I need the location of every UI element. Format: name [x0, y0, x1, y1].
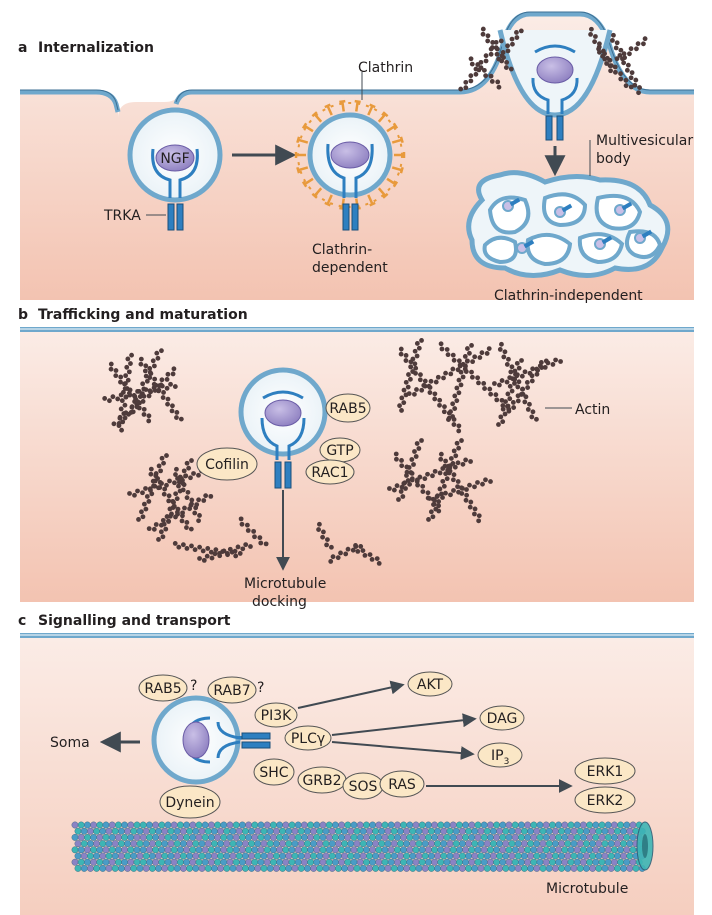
panel-b-title: Trafficking and maturation: [38, 307, 248, 323]
svg-text:RAC1: RAC1: [311, 465, 348, 481]
soma-label: Soma: [50, 735, 90, 751]
actin-filaments-a: [458, 26, 648, 96]
trka-label: TRKA: [103, 208, 141, 224]
panel-b-cytoplasm: [20, 330, 694, 602]
panel-a: a Internalization NGF TRKA: [18, 11, 694, 304]
svg-text:AKT: AKT: [417, 677, 444, 693]
shc-oval: SHC: [253, 758, 295, 786]
svg-text:SOS: SOS: [349, 779, 378, 795]
microtubule-label: Microtubule: [546, 881, 628, 897]
akt-oval: AKT: [407, 671, 453, 697]
arrow-plcg-ip3: [331, 741, 475, 761]
svg-text:Dynein: Dynein: [165, 795, 214, 811]
grb2-oval: GRB2: [297, 766, 347, 794]
svg-text:RAB5: RAB5: [329, 401, 366, 417]
ngf-label: NGF: [160, 151, 189, 167]
arrow-plcg-dag: [331, 713, 477, 736]
rab5-oval-c: RAB5: [138, 674, 188, 702]
svg-text:ERK2: ERK2: [587, 793, 624, 809]
svg-text:RAB7: RAB7: [213, 683, 250, 699]
svg-text:SHC: SHC: [259, 765, 288, 781]
panel-a-letter: a: [18, 40, 27, 56]
clathrin-dependent-label-2: dependent: [312, 260, 388, 276]
rab7-question: ?: [257, 680, 264, 696]
svg-text:PLCγ: PLCγ: [291, 731, 325, 747]
svg-text:RAS: RAS: [388, 777, 416, 793]
svg-text:DAG: DAG: [487, 711, 518, 727]
svg-text:GTP: GTP: [326, 443, 353, 459]
gtp-oval: GTP: [319, 437, 361, 463]
rab5-oval-b: RAB5: [325, 393, 371, 423]
ip3-oval: IP3: [477, 742, 523, 768]
clathrin-independent-invagination: [458, 26, 648, 141]
microtubule-docking-label-2: docking: [252, 594, 307, 610]
erk1-oval: ERK1: [574, 757, 636, 785]
sos-oval: SOS: [342, 772, 384, 800]
ras-oval: RAS: [379, 770, 425, 798]
multivesicular-body: [466, 170, 671, 278]
actin-network: [102, 338, 563, 566]
panel-b-letter: b: [18, 307, 28, 323]
panel-c-title: Signalling and transport: [38, 613, 231, 629]
microtubule-docking-label-1: Microtubule: [244, 576, 326, 592]
cofilin-oval: Cofilin: [196, 447, 258, 481]
plcg-oval: PLCγ: [284, 725, 332, 751]
mvb-label-1: Multivesicular: [596, 133, 693, 149]
rab5-question: ?: [190, 678, 197, 694]
rab7-oval: RAB7: [207, 676, 257, 704]
svg-text:PI3K: PI3K: [261, 708, 292, 724]
pi3k-oval: PI3K: [254, 702, 298, 728]
clathrin-coated-vesicle: [294, 99, 406, 231]
clathrin-coat: [294, 99, 406, 211]
actin-label: Actin: [575, 402, 610, 418]
ngf-ligand: [155, 144, 195, 172]
trka-receptor: [167, 203, 175, 231]
clathrin-independent-label: Clathrin-independent: [494, 288, 643, 304]
mvb-label-2: body: [596, 151, 631, 167]
dag-oval: DAG: [479, 705, 525, 731]
panel-c-letter: c: [18, 613, 26, 629]
endocytic-vesicle-ngf: NGF: [127, 107, 223, 231]
panel-a-title: Internalization: [38, 40, 154, 56]
ngf-ligand-2: [330, 141, 370, 169]
svg-text:ERK1: ERK1: [587, 764, 624, 780]
svg-text:IP3: IP3: [491, 748, 509, 767]
dynein-oval: Dynein: [159, 785, 221, 819]
rac1-oval: RAC1: [305, 459, 355, 485]
svg-text:RAB5: RAB5: [144, 681, 181, 697]
microtubule: [71, 821, 654, 872]
clathrin-label: Clathrin: [358, 60, 413, 76]
erk2-oval: ERK2: [574, 786, 636, 814]
panel-b: b Trafficking and maturation Actin RAB5 …: [18, 307, 694, 610]
clathrin-dependent-label-1: Clathrin-: [312, 242, 372, 258]
arrow-pi3k-akt: [297, 680, 405, 709]
svg-text:GRB2: GRB2: [302, 773, 341, 789]
panel-c: c Signalling and transport Soma RAB5 ? R…: [18, 613, 694, 915]
early-endosome: [238, 367, 328, 489]
svg-text:Cofilin: Cofilin: [205, 457, 249, 473]
signalling-endosome: [151, 695, 271, 785]
